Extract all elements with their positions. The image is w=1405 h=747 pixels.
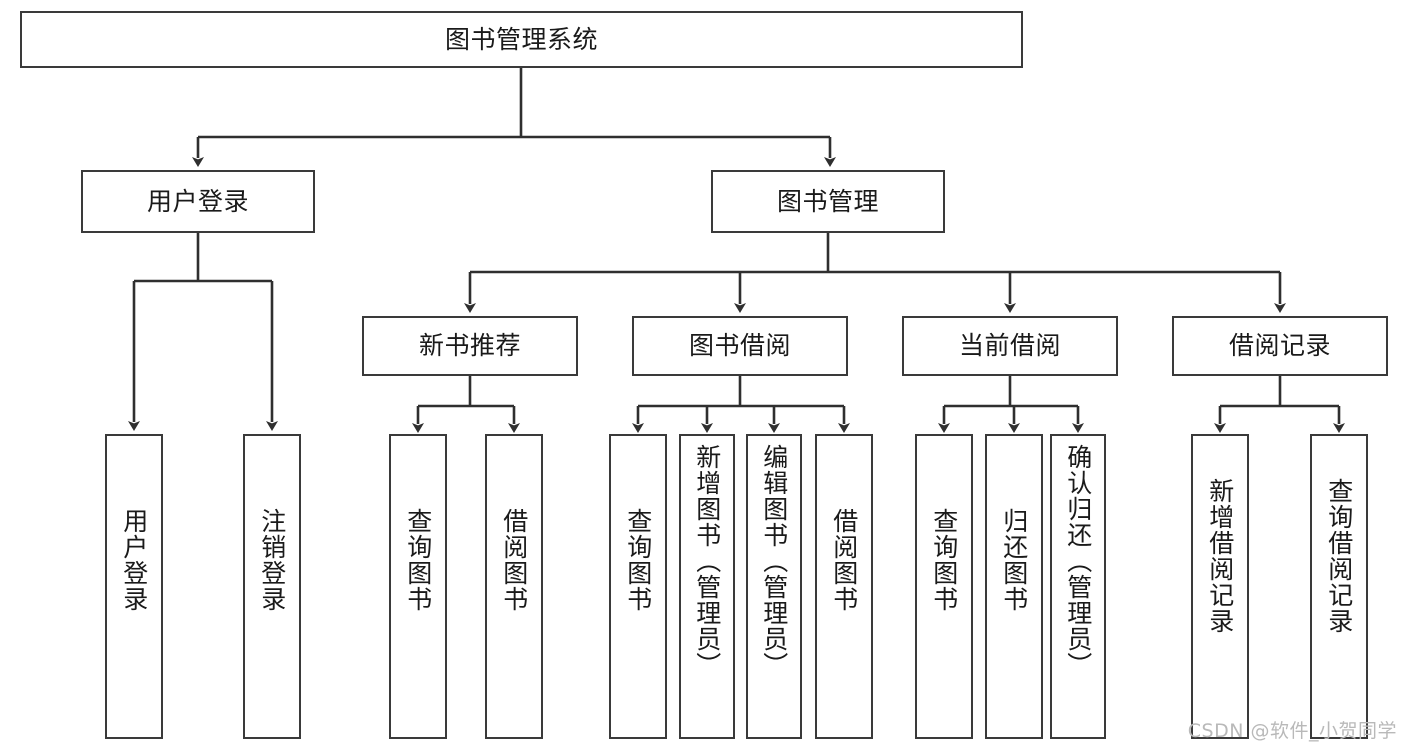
node-book-borrow-label: 图书借阅	[688, 331, 791, 361]
node-new-book-recommend[interactable]: 新书推荐	[362, 316, 578, 376]
node-leaf-user-logout[interactable]: 注销登录	[243, 434, 301, 739]
node-new-book-recommend-label: 新书推荐	[418, 331, 521, 361]
node-leaf-query-book-3[interactable]: 查询图书	[915, 434, 973, 739]
node-user-login[interactable]: 用户登录	[81, 170, 315, 233]
node-current-borrow-label: 当前借阅	[958, 331, 1061, 361]
node-leaf-confirm-return[interactable]: 确认归还（管理员）	[1050, 434, 1106, 739]
node-leaf-query-record-label: 查询借阅记录	[1324, 478, 1354, 634]
node-leaf-return-book[interactable]: 归还图书	[985, 434, 1043, 739]
node-leaf-user-login[interactable]: 用户登录	[105, 434, 163, 739]
node-leaf-return-book-label: 归还图书	[999, 508, 1029, 612]
node-user-login-label: 用户登录	[146, 186, 249, 216]
node-leaf-user-logout-label: 注销登录	[257, 508, 287, 612]
node-leaf-query-book-1-label: 查询图书	[403, 508, 433, 612]
node-borrow-record-label: 借阅记录	[1228, 331, 1331, 361]
node-borrow-record[interactable]: 借阅记录	[1172, 316, 1388, 376]
node-leaf-edit-book[interactable]: 编辑图书（管理员）	[746, 434, 802, 739]
node-current-borrow[interactable]: 当前借阅	[902, 316, 1118, 376]
csdn-watermark: CSDN @软件_小贺同学	[1187, 720, 1397, 742]
node-leaf-query-book-2-label: 查询图书	[623, 508, 653, 612]
node-leaf-add-record[interactable]: 新增借阅记录	[1191, 434, 1249, 739]
node-leaf-query-record[interactable]: 查询借阅记录	[1310, 434, 1368, 739]
node-book-borrow[interactable]: 图书借阅	[632, 316, 848, 376]
node-root-label: 图书管理系统	[444, 24, 598, 54]
node-leaf-add-record-label: 新增借阅记录	[1205, 478, 1235, 634]
node-leaf-add-book-label: 新增图书（管理员）	[692, 444, 722, 678]
node-book-manage-label: 图书管理	[776, 186, 879, 216]
node-leaf-borrow-book-1-label: 借阅图书	[499, 508, 529, 612]
node-leaf-query-book-2[interactable]: 查询图书	[609, 434, 667, 739]
node-leaf-borrow-book-2-label: 借阅图书	[829, 508, 859, 612]
node-leaf-query-book-3-label: 查询图书	[929, 508, 959, 612]
node-leaf-edit-book-label: 编辑图书（管理员）	[759, 444, 789, 678]
node-leaf-user-login-label: 用户登录	[119, 508, 149, 612]
node-book-manage[interactable]: 图书管理	[711, 170, 945, 233]
node-root[interactable]: 图书管理系统	[20, 11, 1023, 68]
node-leaf-borrow-book-2[interactable]: 借阅图书	[815, 434, 873, 739]
node-leaf-confirm-return-label: 确认归还（管理员）	[1063, 444, 1093, 678]
node-leaf-borrow-book-1[interactable]: 借阅图书	[485, 434, 543, 739]
node-leaf-add-book[interactable]: 新增图书（管理员）	[679, 434, 735, 739]
node-leaf-query-book-1[interactable]: 查询图书	[389, 434, 447, 739]
